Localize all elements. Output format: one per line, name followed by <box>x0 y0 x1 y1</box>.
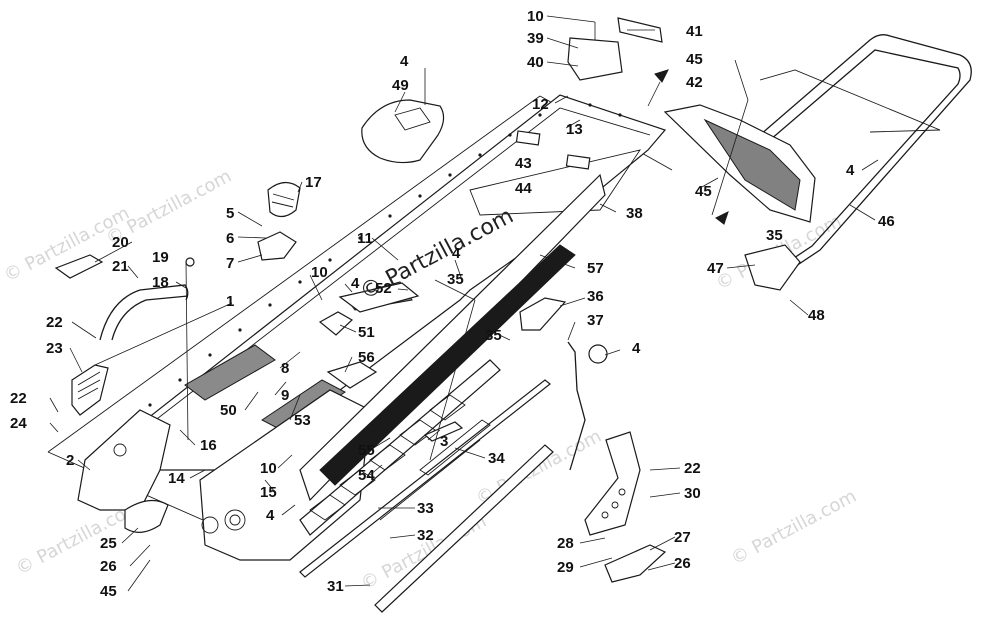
callout-5: 5 <box>226 205 234 222</box>
callout-40: 40 <box>527 54 544 71</box>
part-27 <box>604 544 667 583</box>
part-30 <box>584 431 641 536</box>
callout-34: 34 <box>488 450 505 467</box>
part-23 <box>71 364 109 416</box>
callout-26: 26 <box>674 555 691 572</box>
part-37 <box>567 341 608 471</box>
rear-bumper-46 <box>759 34 972 271</box>
callout-52: 52 <box>375 280 392 297</box>
seat-pad-49 <box>361 99 445 164</box>
callout-42: 42 <box>686 74 703 91</box>
callout-9: 9 <box>281 387 289 404</box>
callout-47: 47 <box>707 260 724 277</box>
callout-46: 46 <box>878 213 895 230</box>
callout-4: 4 <box>846 162 855 179</box>
callout-53: 53 <box>294 412 311 429</box>
callout-45: 45 <box>686 51 703 68</box>
callout-20: 20 <box>112 234 129 251</box>
callout-45: 45 <box>100 583 117 600</box>
snow-flap-42 <box>663 104 816 223</box>
callout-17: 17 <box>305 174 322 191</box>
callout-26: 26 <box>100 558 117 575</box>
part-39 <box>567 37 623 81</box>
callout-12: 12 <box>532 96 549 113</box>
callout-11: 11 <box>357 230 373 247</box>
callout-50: 50 <box>220 402 237 419</box>
part-47 <box>744 244 801 291</box>
part-25 <box>124 499 169 533</box>
callout-51: 51 <box>358 324 375 341</box>
callout-23: 23 <box>46 340 63 357</box>
callout-27: 27 <box>674 529 691 546</box>
callout-14: 14 <box>168 470 185 487</box>
callout-10: 10 <box>260 460 277 477</box>
callout-10: 10 <box>527 8 544 25</box>
callout-22: 22 <box>46 314 63 331</box>
callout-49: 49 <box>392 77 409 94</box>
callout-43: 43 <box>515 155 532 172</box>
callout-35: 35 <box>447 271 464 288</box>
arrow-markers <box>654 69 729 225</box>
callout-10: 10 <box>311 264 328 281</box>
callout-39: 39 <box>527 30 544 47</box>
callout-24: 24 <box>10 415 27 432</box>
part-36 <box>519 297 567 331</box>
callout-4: 4 <box>452 245 461 262</box>
part-56 <box>326 361 378 389</box>
callout-29: 29 <box>557 559 574 576</box>
callout-32: 32 <box>417 527 434 544</box>
callout-36: 36 <box>587 288 604 305</box>
callout-13: 13 <box>566 121 583 138</box>
callout-4: 4 <box>266 507 275 524</box>
callout-57: 57 <box>587 260 604 277</box>
callout-41: 41 <box>686 23 703 40</box>
callout-7: 7 <box>226 255 234 272</box>
callout-55: 55 <box>358 442 375 459</box>
callout-48: 48 <box>808 307 825 324</box>
callout-labels: 10 41 39 40 4 45 49 42 12 13 43 44 45 4 … <box>10 8 895 600</box>
part-51 <box>318 311 354 336</box>
side-rail-decal <box>299 173 606 536</box>
part-52 <box>338 282 420 313</box>
callout-4: 4 <box>632 340 641 357</box>
callout-22: 22 <box>10 390 27 407</box>
part-17 <box>267 181 301 218</box>
callout-4: 4 <box>351 275 360 292</box>
slide-rails <box>299 379 554 613</box>
callout-44: 44 <box>515 180 532 197</box>
callout-38: 38 <box>626 205 643 222</box>
callout-35: 35 <box>766 227 783 244</box>
part-20 <box>54 254 104 279</box>
callout-16: 16 <box>200 437 217 454</box>
callout-1: 1 <box>226 293 234 310</box>
callout-35: 35 <box>485 327 502 344</box>
callout-31: 31 <box>327 578 344 595</box>
watermark-faint: © Partzilla.com <box>727 486 860 570</box>
callout-3: 3 <box>440 433 448 450</box>
callout-21: 21 <box>112 258 129 275</box>
callout-6: 6 <box>226 230 234 247</box>
callout-19: 19 <box>152 249 169 266</box>
callout-28: 28 <box>557 535 574 552</box>
callout-30: 30 <box>684 485 701 502</box>
callout-45: 45 <box>695 183 712 200</box>
callout-4: 4 <box>400 53 409 70</box>
callout-37: 37 <box>587 312 604 329</box>
leader-lines <box>49 15 879 592</box>
callout-18: 18 <box>152 274 169 291</box>
callout-54: 54 <box>358 467 375 484</box>
callout-56: 56 <box>358 349 375 366</box>
part-7 <box>257 231 297 261</box>
callout-15: 15 <box>260 484 277 501</box>
callout-25: 25 <box>100 535 117 552</box>
callout-33: 33 <box>417 500 434 517</box>
callout-8: 8 <box>281 360 289 377</box>
callout-2: 2 <box>66 452 74 469</box>
callout-22: 22 <box>684 460 701 477</box>
